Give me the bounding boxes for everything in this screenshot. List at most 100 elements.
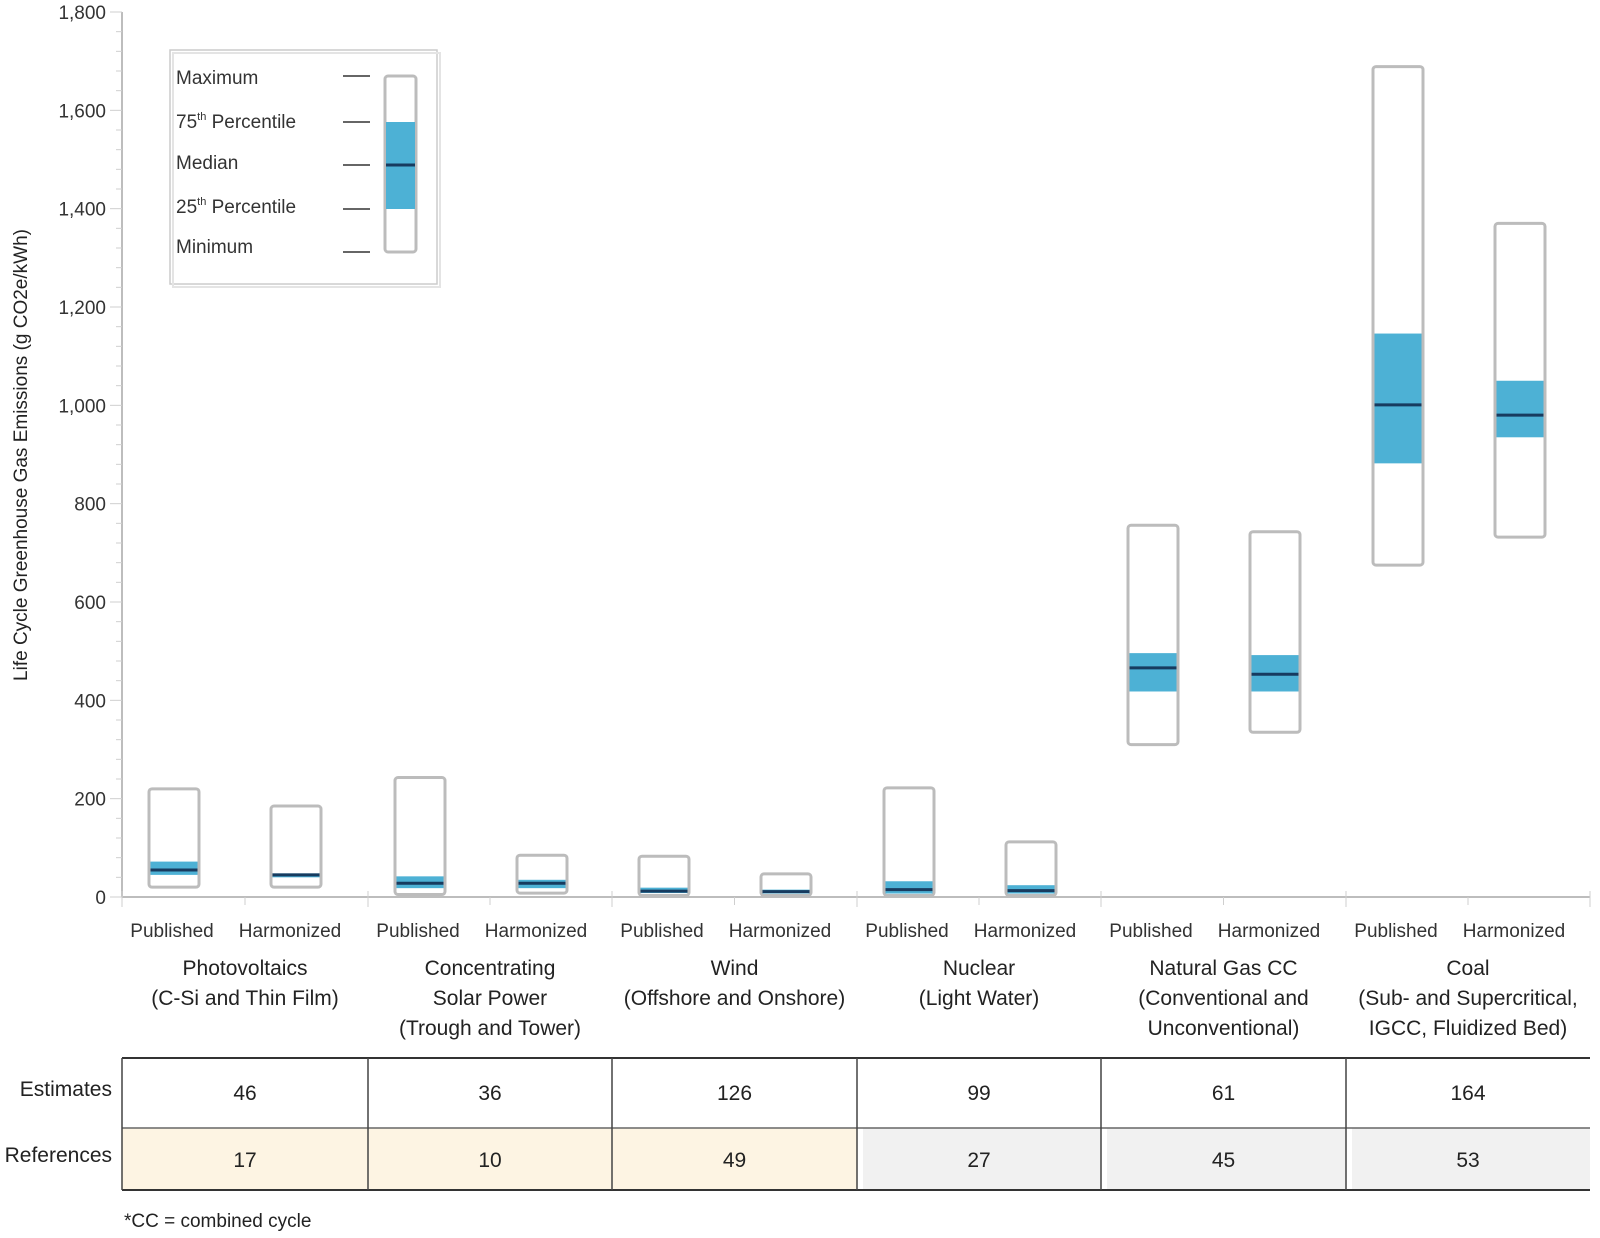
x-axis — [121, 891, 1591, 907]
group-label-line: (Sub- and Supercritical, — [1358, 987, 1577, 1010]
references-value: 27 — [967, 1149, 990, 1172]
reference-cell-bg — [612, 1128, 857, 1190]
group-label-line: (Offshore and Onshore) — [624, 987, 845, 1010]
group-label-line: IGCC, Fluidized Bed) — [1369, 1017, 1567, 1040]
sub-category-label: Harmonized — [485, 921, 587, 942]
legend-item-label: Maximum — [176, 68, 258, 89]
y-tick-label: 200 — [74, 790, 106, 811]
y-tick-label: 1,400 — [58, 200, 106, 221]
box-range — [882, 786, 936, 898]
reference-cell-bg — [122, 1128, 368, 1190]
y-tick-label: 400 — [74, 691, 106, 712]
box-0-1 — [269, 804, 323, 889]
group-label-line: Natural Gas CC — [1149, 957, 1297, 980]
box-1-0 — [393, 776, 447, 897]
box-iqr — [1129, 653, 1177, 692]
y-tick-label: 1,600 — [58, 101, 106, 122]
y-tick-label: 1,800 — [58, 3, 106, 24]
group-label-line: Photovoltaics — [183, 957, 308, 980]
group-label-line: (C-Si and Thin Film) — [151, 987, 338, 1010]
y-tick-label: 1,000 — [58, 396, 106, 417]
box-range — [1493, 221, 1547, 539]
references-value: 49 — [723, 1149, 746, 1172]
group-label-line: (Conventional and — [1138, 987, 1308, 1010]
group-label-line: (Light Water) — [919, 987, 1040, 1010]
estimates-value: 164 — [1450, 1082, 1485, 1105]
legend-item-label: 75th Percentile — [176, 111, 296, 133]
box-2-1 — [759, 872, 813, 898]
y-axis: 0 200 400 600 800 1,000 1,200 1,400 1,600 1,800 — [58, 3, 123, 909]
y-tick-label: 0 — [95, 888, 106, 909]
box-range — [269, 804, 323, 889]
box-3-1 — [1004, 840, 1058, 898]
box-iqr — [1496, 380, 1544, 438]
estimates-value: 61 — [1212, 1082, 1235, 1105]
box-3-0 — [882, 786, 936, 898]
group-label-line: Concentrating — [425, 957, 556, 980]
box-range — [393, 776, 447, 897]
reference-cell-bg — [1352, 1128, 1590, 1190]
box-0-0 — [147, 787, 201, 889]
references-value: 17 — [233, 1149, 256, 1172]
box-5-0 — [1371, 65, 1425, 567]
sub-category-label: Published — [1354, 921, 1437, 942]
box-range — [1248, 530, 1302, 734]
sub-category-label: Harmonized — [239, 921, 341, 942]
legend-item-label: Minimum — [176, 237, 253, 258]
y-axis-title: Life Cycle Greenhouse Gas Emissions (g C… — [11, 229, 32, 681]
references-value: 45 — [1212, 1149, 1235, 1172]
group-label-line: Nuclear — [943, 957, 1015, 980]
sub-category-label: Published — [130, 921, 213, 942]
group-label-line: Unconventional) — [1148, 1017, 1300, 1040]
sub-category-label: Harmonized — [1463, 921, 1565, 942]
table-row-label-estimates: Estimates — [20, 1078, 112, 1101]
y-tick-label: 1,200 — [58, 298, 106, 319]
box-range — [1126, 523, 1180, 747]
y-tick-label: 600 — [74, 593, 106, 614]
estimates-value: 126 — [717, 1082, 752, 1105]
reference-cell-bg — [1107, 1128, 1346, 1190]
reference-cell-bg — [368, 1128, 612, 1190]
box-iqr — [150, 861, 198, 875]
box-5-1 — [1493, 221, 1547, 539]
y-axis-label: Life Cycle Greenhouse Gas Emissions (g C… — [11, 229, 32, 681]
footnote: *CC = combined cycle — [124, 1211, 311, 1232]
box-4-0 — [1126, 523, 1180, 747]
sub-category-label: Published — [376, 921, 459, 942]
group-label-line: Wind — [711, 957, 759, 980]
box-1-1 — [515, 853, 569, 895]
sub-category-label: Harmonized — [729, 921, 831, 942]
legend-shadow — [172, 52, 441, 288]
box-4-1 — [1248, 530, 1302, 734]
box-2-0 — [637, 854, 691, 898]
box-range — [1371, 65, 1425, 567]
box-range — [1004, 840, 1058, 898]
group-label-line: Solar Power — [433, 987, 547, 1010]
sub-category-label: Published — [1109, 921, 1192, 942]
legend-item-label: Median — [176, 153, 238, 174]
group-label-line: (Trough and Tower) — [399, 1017, 581, 1040]
references-value: 53 — [1456, 1149, 1479, 1172]
box-range — [637, 854, 691, 898]
y-tick-label: 800 — [74, 495, 106, 516]
estimates-value: 36 — [478, 1082, 501, 1105]
estimates-value: 46 — [233, 1082, 256, 1105]
sub-category-label: Harmonized — [974, 921, 1076, 942]
reference-cell-bg — [863, 1128, 1101, 1190]
sub-category-label: Published — [620, 921, 703, 942]
references-value: 10 — [478, 1149, 501, 1172]
box-iqr — [885, 881, 933, 894]
legend-item-label: 25th Percentile — [176, 196, 296, 218]
group-label-line: Coal — [1446, 957, 1489, 980]
sub-category-label: Harmonized — [1218, 921, 1320, 942]
box-iqr — [1374, 333, 1422, 464]
box-series — [147, 65, 1547, 898]
footnote-group: *CC = combined cycle — [124, 1211, 311, 1232]
table-row-label-references: References — [5, 1144, 112, 1167]
estimates-value: 99 — [967, 1082, 990, 1105]
sub-category-label: Published — [865, 921, 948, 942]
